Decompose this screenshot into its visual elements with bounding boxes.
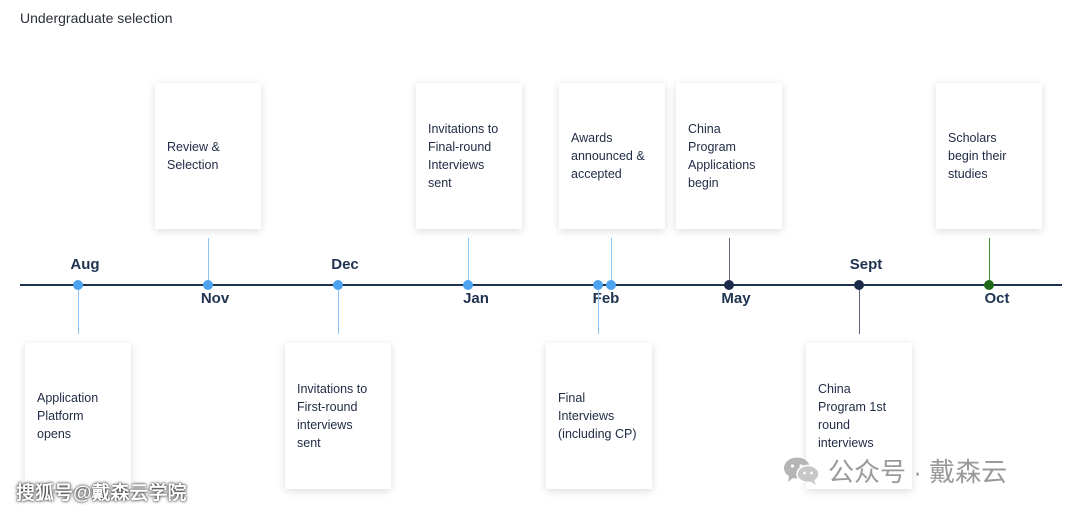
connector-first-invites xyxy=(338,286,339,334)
milestone-dot-application xyxy=(73,280,83,290)
diagram-title: Undergraduate selection xyxy=(20,10,173,26)
event-card-application: Application Platform opens xyxy=(25,343,131,489)
wechat-icon xyxy=(784,457,820,485)
milestone-dot-scholars xyxy=(984,280,994,290)
connector-application xyxy=(78,286,79,334)
event-text-application: Application Platform opens xyxy=(37,391,99,441)
event-card-final-invites: Invitations to Final-round Interviews se… xyxy=(416,83,522,229)
watermark-sohu: 搜狐号@戴森云学院 xyxy=(16,483,187,504)
milestone-dot-final-interviews xyxy=(593,280,603,290)
connector-scholars xyxy=(989,238,990,285)
month-label-dec: Dec xyxy=(331,256,359,273)
event-card-china-apps: China Program Applications begin xyxy=(676,83,782,229)
milestone-dot-first-invites xyxy=(333,280,343,290)
connector-review xyxy=(208,238,209,285)
event-text-scholars: Scholars begin their studies xyxy=(948,131,1007,181)
watermark-wechat: 公众号 · 戴森云 xyxy=(782,452,1007,489)
month-label-jan: Jan xyxy=(463,290,489,307)
event-card-first-invites: Invitations to First-round interviews se… xyxy=(285,343,391,489)
event-card-final-interviews: Final Interviews (including CP) xyxy=(546,343,652,489)
event-text-review: Review & Selection xyxy=(167,140,220,172)
milestone-dot-awards xyxy=(606,280,616,290)
event-text-china-apps: China Program Applications begin xyxy=(688,122,756,190)
event-card-review: Review & Selection xyxy=(155,83,261,229)
month-label-nov: Nov xyxy=(200,290,230,307)
connector-china-apps xyxy=(729,238,730,285)
month-label-sept: Sept xyxy=(849,256,883,273)
milestone-dot-final-invites xyxy=(463,280,473,290)
month-label-may: May xyxy=(721,290,751,307)
event-card-awards: Awards announced & accepted xyxy=(559,83,665,229)
event-text-final-invites: Invitations to Final-round Interviews se… xyxy=(428,122,499,190)
month-label-aug: Aug xyxy=(70,256,100,273)
event-text-china-interviews: China Program 1st round interviews xyxy=(818,382,887,450)
event-text-final-interviews: Final Interviews (including CP) xyxy=(558,391,637,441)
month-label-oct: Oct xyxy=(984,290,1010,307)
connector-china-interviews xyxy=(859,286,860,334)
milestone-dot-china-interviews xyxy=(854,280,864,290)
connector-awards xyxy=(611,238,612,285)
timeline-axis xyxy=(20,284,1062,286)
milestone-dot-china-apps xyxy=(724,280,734,290)
event-card-scholars: Scholars begin their studies xyxy=(936,83,1042,229)
milestone-dot-review xyxy=(203,280,213,290)
connector-final-interviews xyxy=(598,286,599,334)
event-card-china-interviews: China Program 1st round interviews xyxy=(806,343,912,489)
event-text-first-invites: Invitations to First-round interviews se… xyxy=(297,382,368,450)
connector-final-invites xyxy=(468,238,469,285)
month-label-feb: Feb xyxy=(592,290,620,307)
watermark-wechat-text: 公众号 · 戴森云 xyxy=(828,457,1008,487)
event-text-awards: Awards announced & accepted xyxy=(571,131,645,181)
